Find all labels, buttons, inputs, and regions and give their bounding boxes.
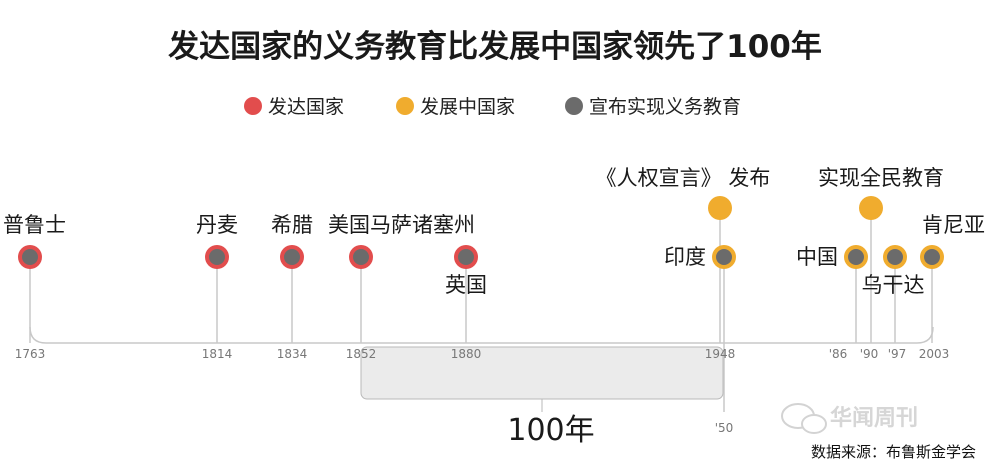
event-marker-dot: [924, 249, 940, 265]
wechat-icon-bubble: [801, 414, 827, 434]
axis-ticks: 1763 1814 1834 1852 1880 1948 '50 '86 '90 '97 2003: [15, 347, 950, 435]
event-stems: [29, 208, 933, 412]
legend-marker-developed: [244, 97, 262, 115]
chart-title: 发达国家的义务教育比发展中国家领先了100年: [167, 29, 822, 65]
legend-marker-developing: [396, 97, 414, 115]
axis-tick-label: 1834: [277, 347, 308, 361]
axis-tick-label: '86: [829, 347, 848, 361]
event-label: 中国: [796, 245, 838, 269]
watermark-text: 华闻周刊: [830, 405, 918, 431]
legend-marker-announced: [565, 97, 583, 115]
event-label: 肯尼亚: [922, 213, 985, 237]
span-box: 100年: [360, 346, 724, 448]
milestone-marker: [708, 196, 732, 220]
span-rect: [360, 346, 724, 400]
legend-label-developed: 发达国家: [268, 96, 344, 118]
event-markers: [18, 196, 944, 269]
source-note: 数据来源：布鲁斯金学会: [811, 443, 976, 461]
event-label: 希腊: [271, 213, 313, 237]
legend-label-developing: 发展中国家: [420, 96, 515, 118]
legend-label-announced: 宣布实现义务教育: [589, 96, 741, 118]
axis-tick-label: 1948: [705, 347, 736, 361]
watermark: 华闻周刊: [781, 403, 918, 434]
event-marker-dot: [848, 249, 864, 265]
milestone-marker: [859, 196, 883, 220]
axis-tick-label: 1852: [346, 347, 377, 361]
milestone-label: 《人权宣言》 发布: [596, 166, 771, 190]
event-label: 乌干达: [862, 273, 925, 297]
event-label: 丹麦: [196, 213, 238, 237]
milestone-label: 实现全民教育: [818, 166, 944, 190]
event-marker-dot: [22, 249, 38, 265]
axis-tick-label: '90: [860, 347, 879, 361]
event-label: 英国: [445, 273, 487, 297]
axis-tick-label: '50: [715, 421, 734, 435]
axis-tick-label: '97: [888, 347, 907, 361]
event-marker-dot: [716, 249, 732, 265]
axis-tick-label: 1763: [15, 347, 46, 361]
axis-tick-label: 1880: [451, 347, 482, 361]
event-labels: 普鲁士 丹麦 希腊美国马萨诸塞州英国 印度 中国乌干达 肯尼亚 《人权宣言》 发布 实现全民教…: [3, 166, 985, 297]
event-label: 普鲁士: [3, 213, 66, 237]
event-marker-dot: [284, 249, 300, 265]
span-label: 100年: [507, 413, 594, 448]
event-marker-dot: [887, 249, 903, 265]
event-label: 印度: [664, 245, 706, 269]
event-label: 美国马萨诸塞州: [328, 213, 475, 237]
axis-tick-label: 2003: [919, 347, 950, 361]
legend: 发达国家 发展中国家 宣布实现义务教育: [244, 96, 741, 118]
axis-tick-label: 1814: [202, 347, 233, 361]
event-marker-dot: [353, 249, 369, 265]
event-marker-dot: [458, 249, 474, 265]
event-marker-dot: [209, 249, 225, 265]
timeline-axis: [29, 326, 934, 344]
